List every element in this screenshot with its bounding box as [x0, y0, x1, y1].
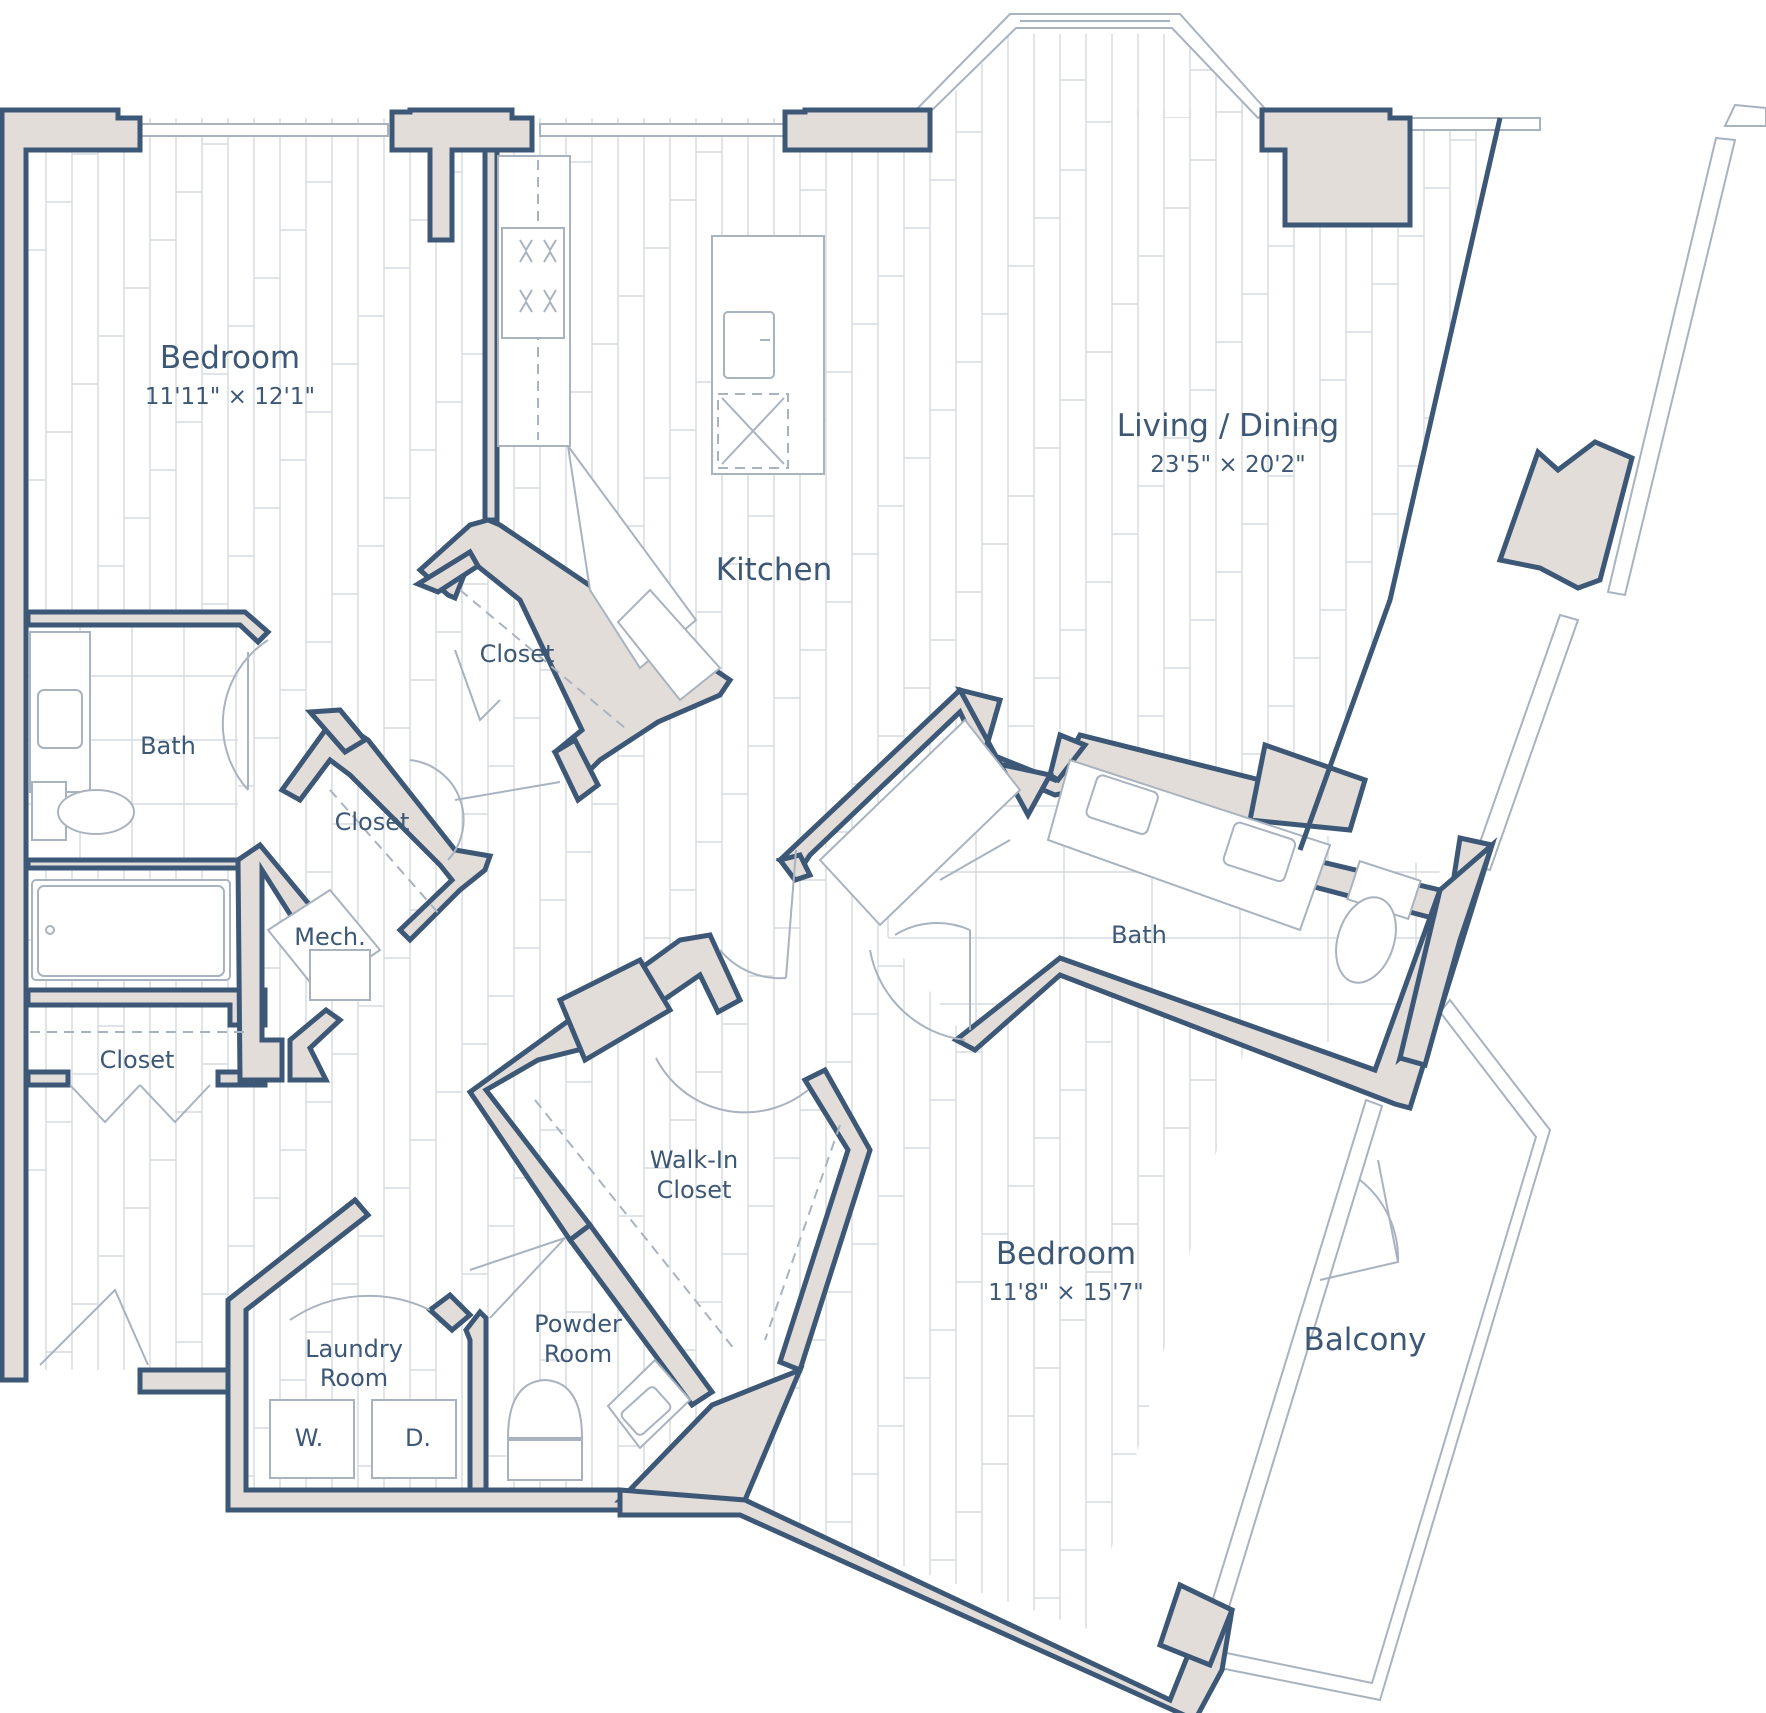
mech-label: Mech. — [294, 923, 366, 951]
bedroom-right-label: Bedroom — [996, 1236, 1136, 1272]
top-windows — [139, 117, 1541, 137]
powder-label-2: Room — [544, 1340, 612, 1368]
stove-burners-icon — [519, 239, 557, 313]
powder-label-1: Powder — [534, 1310, 622, 1338]
closet-left-lower-label: Closet — [100, 1046, 175, 1074]
walk-in-closet-label-2: Closet — [657, 1176, 732, 1204]
bedroom-left-dim: 11'11" × 12'1" — [145, 384, 315, 410]
mech-fixture — [266, 888, 382, 1001]
right-windows — [1470, 103, 1766, 872]
laundry-label-1: Laundry — [305, 1335, 403, 1363]
powder-fixtures — [506, 1358, 692, 1481]
washer-label: W. — [295, 1424, 324, 1452]
closet-details — [30, 589, 1400, 1366]
walls — [0, 107, 1635, 1713]
laundry-fixtures — [269, 1399, 457, 1479]
bath-right-label: Bath — [1111, 921, 1167, 949]
walk-in-closet-label-1: Walk-In — [650, 1146, 738, 1174]
left-bath-fixtures — [29, 631, 269, 981]
labels: Bedroom 11'11" × 12'1" Bath Closet Mech.… — [100, 340, 1427, 1452]
closet-left-center-label: Closet — [335, 808, 410, 836]
bay-floor — [930, 34, 1243, 118]
dryer-label: D. — [405, 1424, 431, 1452]
wall-outlines — [1297, 117, 1503, 851]
bay-window — [912, 13, 1270, 120]
bath-left-label: Bath — [140, 732, 196, 760]
bedroom-left-label: Bedroom — [160, 340, 300, 376]
living-dining-dim: 23'5" × 20'2" — [1150, 452, 1306, 478]
bedroom-right-dim: 11'8" × 15'7" — [988, 1280, 1144, 1306]
kitchen-fixtures — [497, 155, 825, 702]
kitchen-label: Kitchen — [716, 552, 833, 588]
right-bath-fixtures — [818, 718, 1422, 1041]
closet-upper-label: Closet — [480, 640, 555, 668]
living-dining-label: Living / Dining — [1117, 408, 1339, 444]
laundry-label-2: Room — [320, 1364, 388, 1392]
balcony-label: Balcony — [1304, 1322, 1427, 1358]
